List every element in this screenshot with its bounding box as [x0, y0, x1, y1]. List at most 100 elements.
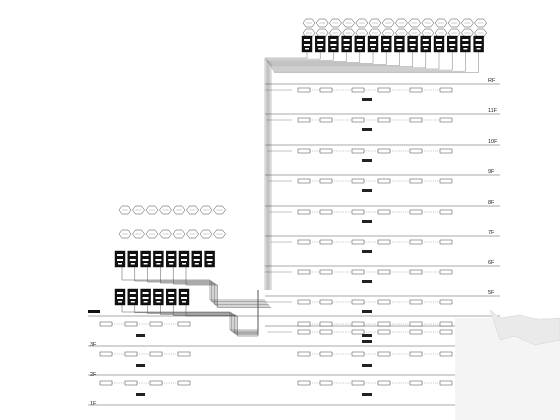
controller-box-left-window: [129, 259, 136, 261]
controller-box-right-window: [397, 48, 402, 50]
controller-box-right-window: [449, 39, 456, 41]
indoor-unit: [439, 117, 453, 123]
controller-box-right-window: [475, 39, 482, 41]
indoor-unit: [319, 239, 333, 245]
indoor-unit: [439, 329, 453, 335]
unit-tag-mark: [362, 128, 372, 131]
controller-box-right-window: [304, 39, 310, 41]
indoor-unit: [351, 239, 365, 245]
outdoor-unit-hex-left-mid: [159, 229, 172, 239]
outdoor-unit-hex-left-mid: [186, 229, 199, 239]
floor-label-left: 1F: [90, 401, 97, 407]
indoor-unit: [377, 148, 391, 154]
indoor-unit-lower-right: [439, 380, 453, 386]
controller-box-left-window: [117, 254, 123, 256]
indoor-unit: [409, 117, 423, 123]
indoor-unit: [409, 209, 423, 215]
unit-tag-mark: [362, 280, 372, 283]
controller-box-right-window: [343, 44, 350, 46]
indoor-unit: [297, 299, 311, 305]
controller-box-right-window: [330, 39, 337, 41]
controller-box-left-window: [142, 259, 149, 261]
controller-box-right-window: [450, 48, 455, 50]
indoor-unit: [439, 269, 453, 275]
outdoor-unit-hex-top-right: [381, 18, 395, 28]
outdoor-unit-hex-top-right: [461, 18, 474, 28]
controller-box-right-window: [463, 48, 468, 50]
indoor-unit: [377, 117, 391, 123]
outdoor-unit-hex-top-right: [434, 18, 448, 28]
controller-box-left-window: [181, 254, 187, 256]
crossover-bundle: [134, 267, 267, 302]
indoor-unit: [409, 178, 423, 184]
indoor-unit: [409, 148, 423, 154]
indoor-unit: [439, 239, 453, 245]
indoor-unit: [377, 239, 391, 245]
outdoor-unit-hex-top-right: [474, 18, 487, 28]
indoor-unit-left: [124, 380, 138, 386]
controller-box-right-window: [462, 39, 469, 41]
indoor-unit: [319, 269, 333, 275]
controller-box-left-window: [130, 263, 135, 265]
unit-tag-mark-lower: [362, 334, 372, 337]
controller-box-right-window: [449, 44, 456, 46]
controller-box-left-lower-window: [143, 301, 148, 303]
controller-box-right-window: [422, 44, 429, 46]
controller-box-right-window: [396, 39, 403, 41]
controller-box-left-window: [181, 259, 187, 261]
floor-label-right: 5F: [488, 290, 495, 296]
indoor-unit: [297, 148, 311, 154]
controller-box-left-lower-window: [155, 297, 162, 299]
floor-label-right: 10F: [488, 139, 498, 145]
controller-box-left-lower-window: [182, 301, 186, 303]
indoor-unit: [297, 117, 311, 123]
indoor-unit-lower-right: [319, 351, 333, 357]
indoor-unit: [297, 87, 311, 93]
indoor-unit-lower-right: [351, 351, 365, 357]
controller-box-left-lower-window: [118, 301, 122, 303]
controller-box-right-window: [357, 48, 362, 50]
indoor-unit: [319, 209, 333, 215]
indoor-unit: [351, 269, 365, 275]
outdoor-unit-hex-top-right: [447, 18, 461, 28]
indoor-unit-left: [149, 321, 163, 327]
controller-box-right-window: [370, 39, 376, 41]
outdoor-unit-hex-left-top: [159, 205, 172, 215]
controller-box-left-lower-window: [117, 297, 123, 299]
indoor-unit: [377, 299, 391, 305]
indoor-unit-lower-right: [297, 351, 311, 357]
floor-label-right: 9F: [488, 169, 495, 175]
floor-label-left: 3F: [90, 342, 97, 348]
indoor-unit: [409, 239, 423, 245]
controller-box-right-window: [409, 44, 416, 46]
outdoor-unit-hex-top-right: [368, 18, 382, 28]
indoor-unit-lower-right: [377, 321, 391, 327]
indoor-unit-left: [124, 351, 138, 357]
controller-box-right-window: [370, 44, 376, 46]
indoor-unit: [377, 329, 391, 335]
controller-box-left-window: [118, 263, 122, 265]
unit-tag-mark: [362, 159, 372, 162]
outdoor-unit-hex-left-mid: [172, 229, 186, 239]
controller-box-left-lower-window: [168, 297, 175, 299]
indoor-unit-lower-right: [439, 351, 453, 357]
controller-box-left-window: [193, 254, 200, 256]
outdoor-unit-hex-top-right: [302, 18, 316, 28]
indoor-unit: [439, 178, 453, 184]
controller-box-right-window: [475, 44, 482, 46]
controller-box-left-window: [142, 254, 149, 256]
controller-box-left-window: [155, 259, 162, 261]
floor-label-right: 6F: [488, 260, 495, 266]
indoor-unit: [319, 329, 333, 335]
indoor-unit-left: [99, 380, 113, 386]
outdoor-unit-hex-left-top: [172, 205, 186, 215]
outdoor-unit-hex-top-right: [421, 18, 435, 28]
controller-box-left-window: [168, 254, 175, 256]
indoor-unit-lower-right: [409, 321, 423, 327]
controller-box-right-window: [317, 39, 324, 41]
indoor-unit: [439, 299, 453, 305]
controller-box-right-window: [384, 48, 389, 50]
outdoor-unit-hex-top-right: [329, 18, 342, 28]
controller-box-left-lower-window: [156, 301, 161, 303]
unit-tag-mark: [362, 98, 372, 101]
